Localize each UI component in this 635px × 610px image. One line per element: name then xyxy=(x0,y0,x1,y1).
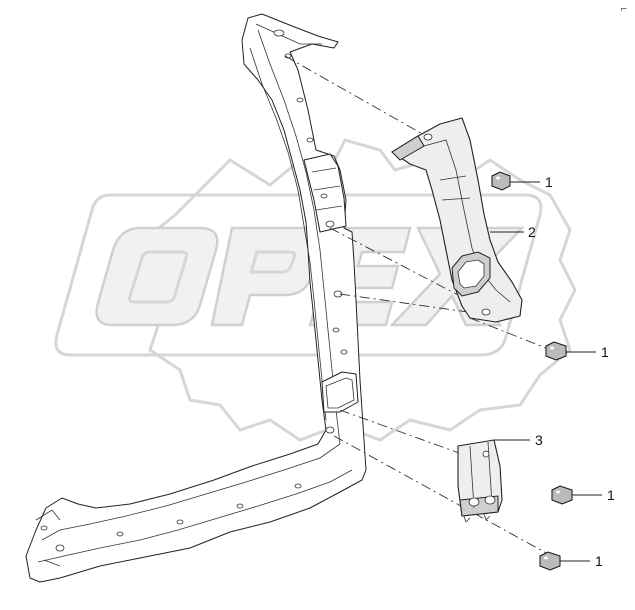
watermark-letter-o xyxy=(95,226,219,327)
callout-1b: 1 xyxy=(601,344,609,360)
center-pillar-lower-trim xyxy=(457,439,503,523)
alignment-lines xyxy=(284,55,557,555)
clip-1a xyxy=(491,171,511,191)
leader-lines xyxy=(490,181,602,562)
callout-1d: 1 xyxy=(595,553,603,569)
clip-1c xyxy=(551,485,573,505)
watermark-badge xyxy=(54,193,543,357)
callout-3: 3 xyxy=(535,432,543,448)
watermark-letter-p xyxy=(210,226,323,327)
clip-1b xyxy=(545,341,567,361)
callout-2: 2 xyxy=(528,224,536,240)
body-side-frame xyxy=(25,13,367,583)
callout-1c: 1 xyxy=(607,487,615,503)
corner-mark: ⌐ xyxy=(620,5,628,15)
clip-1d xyxy=(539,551,561,571)
watermark-gear xyxy=(138,138,577,442)
callout-1a: 1 xyxy=(545,174,553,190)
center-pillar-upper-trim xyxy=(391,117,523,323)
